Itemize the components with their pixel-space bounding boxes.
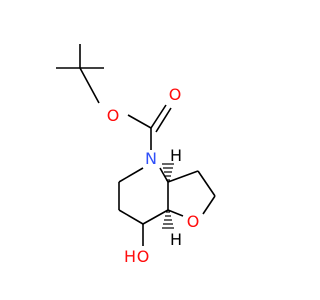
stereo-h-3a-label: H: [170, 146, 182, 165]
tetrahydrofuran-ring: [167, 170, 216, 217]
piperidine-ring: [118, 167, 169, 225]
ester-oxygen-label: O: [107, 106, 120, 125]
bond-tbu-quaternary-carbon-to-ester-oxygen: [79, 67, 100, 104]
bond-ester-oxygen-to-carbonyl-carbon: [127, 114, 152, 129]
stereo-h-7a-label: H: [170, 230, 182, 249]
carbamate-group: [127, 104, 172, 150]
stereo-hash-bond-c7a: [162, 211, 174, 229]
bond-c6-to-c7: [118, 209, 144, 225]
bond-n-to-c5: [118, 167, 144, 183]
hydroxyl-oxygen-label: O: [137, 247, 150, 266]
bond-ring-oxygen-to-c7a: [167, 209, 184, 217]
carbonyl-oxygen-label: O: [169, 85, 182, 104]
structure-canvas: O O N H H O O H: [56, 44, 216, 266]
bond-c2-to-ring-oxygen: [202, 195, 216, 215]
stereo-hash-bond-c3a: [162, 163, 174, 181]
hydroxyl-hydrogen-label: H: [124, 247, 136, 266]
bond-carbonyl-double-2: [155, 107, 172, 133]
bond-c7-to-c7a: [142, 209, 169, 225]
bond-carbonyl-double-1: [150, 104, 167, 129]
bond-c3-to-c2: [197, 170, 216, 197]
ring-oxygen-label: O: [187, 212, 200, 231]
bond-c3a-to-c3: [167, 170, 199, 183]
molecule-diagram: O O N H H O O H: [56, 44, 216, 266]
tert-butyl-group: [56, 44, 104, 104]
ring-nitrogen-label: N: [145, 149, 157, 168]
